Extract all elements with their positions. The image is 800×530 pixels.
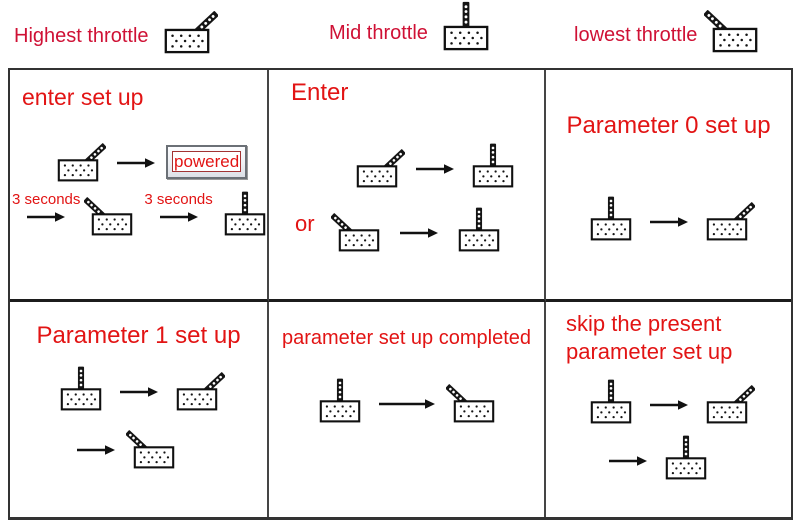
arrow-icon [415, 163, 455, 175]
cell-title: skip the present parameter set up [566, 311, 733, 364]
legend-label: Mid throttle [329, 22, 428, 44]
powered-box: powered [166, 145, 248, 179]
cell-parameter-1-set-up: Parameter 1 set up [10, 302, 269, 517]
throttle-high-icon [156, 2, 218, 55]
throttle-mid-icon [451, 205, 507, 253]
throttle-high-icon [50, 135, 106, 183]
arrow-icon [26, 210, 66, 228]
step-row: or [295, 205, 544, 253]
or-label: or [295, 211, 315, 236]
arrow-icon [76, 444, 116, 456]
step-row: 3 seconds 3 seconds [12, 189, 267, 237]
step-row [546, 194, 791, 242]
throttle-low-icon [445, 376, 502, 424]
legend-item-lowest-throttle: lowest throttle [574, 1, 766, 54]
seconds-label: 3 seconds [12, 191, 81, 208]
timed-arrow: 3 seconds [144, 191, 213, 228]
throttle-mid-icon [465, 141, 521, 189]
cell-enter: Enter or [269, 70, 546, 302]
cell-title: Enter [291, 79, 349, 106]
arrow-icon [378, 398, 436, 410]
throttle-mid-icon [583, 194, 639, 242]
cell-rows: or [269, 141, 544, 253]
powered-label: powered [172, 151, 242, 172]
throttle-mid-icon [217, 189, 267, 237]
legend-item-highest-throttle: Highest throttle [14, 2, 218, 55]
arrow-icon [399, 227, 439, 239]
timed-arrow: 3 seconds [12, 191, 80, 228]
arrow-icon [119, 386, 159, 398]
cell-title: parameter set up completed [281, 327, 532, 349]
throttle-mid-icon [435, 0, 497, 52]
throttle-high-icon [699, 377, 755, 425]
step-row [349, 141, 544, 189]
throttle-mid-icon [658, 433, 714, 481]
cell-rows [546, 194, 791, 242]
throttle-high-icon [349, 141, 405, 189]
setup-grid: enter set up powered 3 seconds 3 seconds … [8, 68, 793, 520]
arrow-icon [159, 210, 199, 228]
arrow-icon [608, 455, 648, 467]
legend-label: Highest throttle [14, 25, 149, 47]
cell-title: enter set up [22, 84, 144, 110]
throttle-mid-icon [312, 376, 368, 424]
throttle-low-icon [704, 1, 766, 54]
cell-title: Parameter 1 set up [36, 322, 241, 349]
throttle-low-icon [330, 205, 387, 253]
step-row [269, 376, 544, 424]
step-row [76, 422, 267, 470]
cell-rows [546, 377, 791, 481]
cell-skip-present-parameter: skip the present parameter set up [546, 302, 791, 517]
arrow-icon [116, 157, 156, 169]
cell-parameter-0-set-up: Parameter 0 set up [546, 70, 791, 302]
cell-parameter-set-up-completed: parameter set up completed [269, 302, 546, 517]
cell-rows [269, 376, 544, 424]
step-row [608, 433, 791, 481]
arrow-icon [649, 399, 689, 411]
step-row [10, 364, 267, 412]
seconds-label: 3 seconds [144, 191, 213, 208]
throttle-mid-icon [583, 377, 639, 425]
throttle-high-icon [169, 364, 225, 412]
step-row [546, 377, 791, 425]
cell-enter-set-up: enter set up powered 3 seconds 3 seconds [10, 70, 269, 302]
arrow-icon [649, 216, 689, 228]
legend-label: lowest throttle [574, 24, 698, 46]
throttle-low-icon [84, 189, 140, 237]
legend-item-mid-throttle: Mid throttle [329, 0, 497, 52]
throttle-mid-icon [53, 364, 109, 412]
throttle-low-icon [126, 422, 182, 470]
cell-rows [10, 364, 267, 470]
cell-title: Parameter 0 set up [566, 112, 771, 139]
throttle-high-icon [699, 194, 755, 242]
cell-rows: powered 3 seconds 3 seconds [10, 135, 267, 237]
step-row: powered [50, 135, 267, 183]
